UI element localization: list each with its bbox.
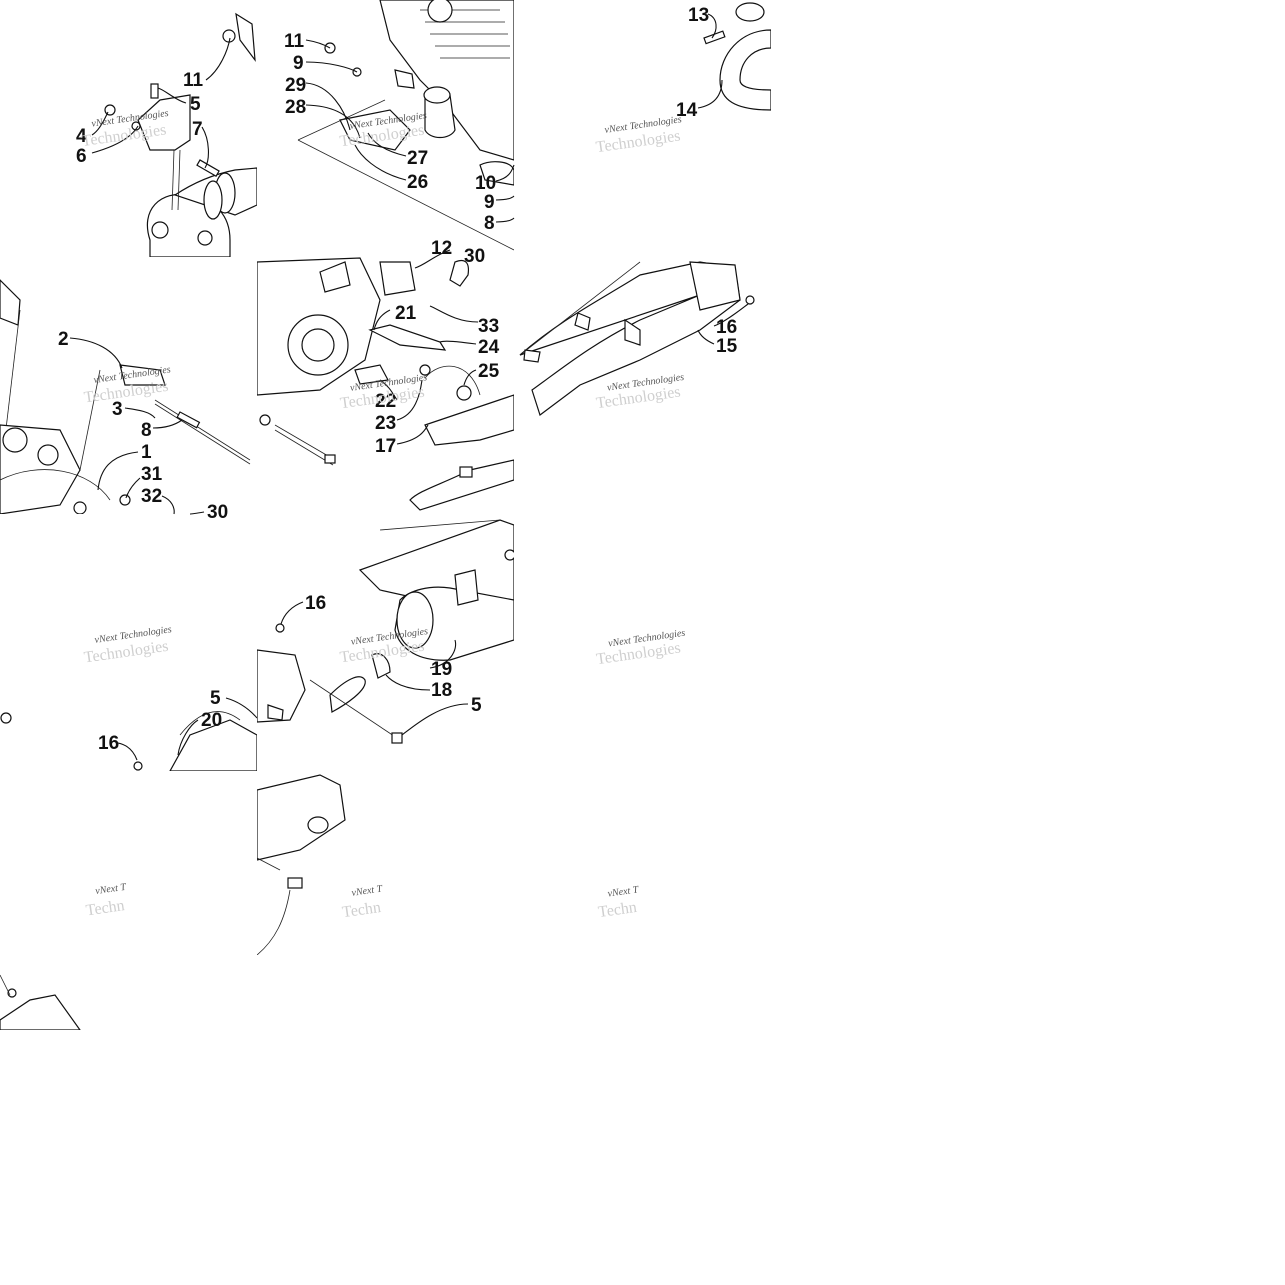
callout-33: 33: [478, 316, 499, 337]
callout-8: 8: [141, 420, 152, 441]
callout-11: 11: [284, 31, 305, 52]
watermark: Techn vNext T: [85, 882, 128, 920]
tile-lower-center-drawing: [257, 519, 514, 744]
callout-21: 21: [395, 303, 417, 324]
callout-9: 9: [484, 192, 495, 213]
callout-27: 27: [407, 148, 428, 169]
callout-31: 31: [141, 464, 163, 485]
tile-mid-right-drawing: [519, 261, 755, 416]
tile-top-left-drawing: [104, 12, 257, 257]
callout-7: 7: [192, 119, 203, 140]
callout-13: 13: [688, 5, 709, 26]
callout-11: 11: [183, 70, 204, 91]
callout-28: 28: [285, 97, 306, 118]
callout-26: 26: [407, 172, 428, 193]
callout-23: 23: [375, 413, 396, 434]
callout-24: 24: [478, 337, 500, 358]
leader-lines: [69, 13, 749, 761]
watermark: Technologies vNext Technologies: [339, 626, 429, 666]
watermark: Technologies vNext Technologies: [595, 372, 685, 412]
tile-mid-left-drawing: [0, 279, 251, 514]
svg-text:Techn: Techn: [597, 899, 638, 921]
tile-bottom-left-drawing: [0, 974, 81, 1030]
svg-text:vNext T: vNext T: [607, 884, 640, 899]
callout-10: 10: [475, 173, 496, 194]
callout-16: 16: [716, 317, 737, 338]
watermark: Technologies vNext Technologies: [595, 114, 683, 156]
watermark: Technologies vNext Technologies: [83, 364, 172, 406]
tile-bottom-center-drawing: [257, 774, 346, 955]
callout-15: 15: [716, 336, 738, 357]
svg-text:Techn: Techn: [341, 899, 382, 921]
callout-19: 19: [431, 659, 452, 680]
tile-top-center-drawing: [297, 0, 514, 251]
tile-top-right-drawing: [703, 2, 771, 111]
callout-30: 30: [464, 246, 485, 267]
callout-12: 12: [431, 238, 452, 259]
watermark: Techn vNext T: [597, 884, 640, 921]
callout-14: 14: [676, 100, 698, 121]
callout-5: 5: [190, 94, 201, 115]
callout-2: 2: [58, 329, 69, 350]
watermark: Technologies vNext Technologies: [83, 624, 173, 666]
watermark: Technologies vNext Technologies: [339, 110, 428, 150]
tile-mid-center-drawing: [257, 257, 514, 511]
callout-16: 16: [98, 733, 119, 754]
callout-5: 5: [471, 695, 482, 716]
svg-text:vNext T: vNext T: [351, 883, 384, 898]
callout-3: 3: [112, 399, 123, 420]
callout-9: 9: [293, 53, 304, 74]
callout-17: 17: [375, 436, 396, 457]
callout-25: 25: [478, 361, 500, 382]
callout-1: 1: [141, 442, 152, 463]
callout-5: 5: [210, 688, 221, 709]
callout-8: 8: [484, 213, 495, 234]
watermark: Technologies vNext Technologies: [595, 628, 686, 669]
callout-18: 18: [431, 680, 452, 701]
callout-29: 29: [285, 75, 306, 96]
callout-16: 16: [305, 593, 326, 614]
callout-6: 6: [76, 146, 87, 167]
callout-30: 30: [207, 502, 228, 523]
tile-lower-left-drawing: [0, 711, 257, 771]
callout-32: 32: [141, 486, 162, 507]
callout-20: 20: [201, 710, 222, 731]
watermark: Technologies vNext Technologies: [339, 372, 428, 412]
watermark: Techn vNext T: [341, 883, 384, 921]
callout-22: 22: [375, 391, 396, 412]
callout-4: 4: [76, 126, 87, 147]
svg-text:vNext T: vNext T: [95, 882, 128, 897]
callout-labels: 11 5 4 7 6 11 9 29 28 27 26 10 9 8 13 14…: [58, 5, 738, 754]
svg-text:Techn: Techn: [85, 897, 126, 919]
